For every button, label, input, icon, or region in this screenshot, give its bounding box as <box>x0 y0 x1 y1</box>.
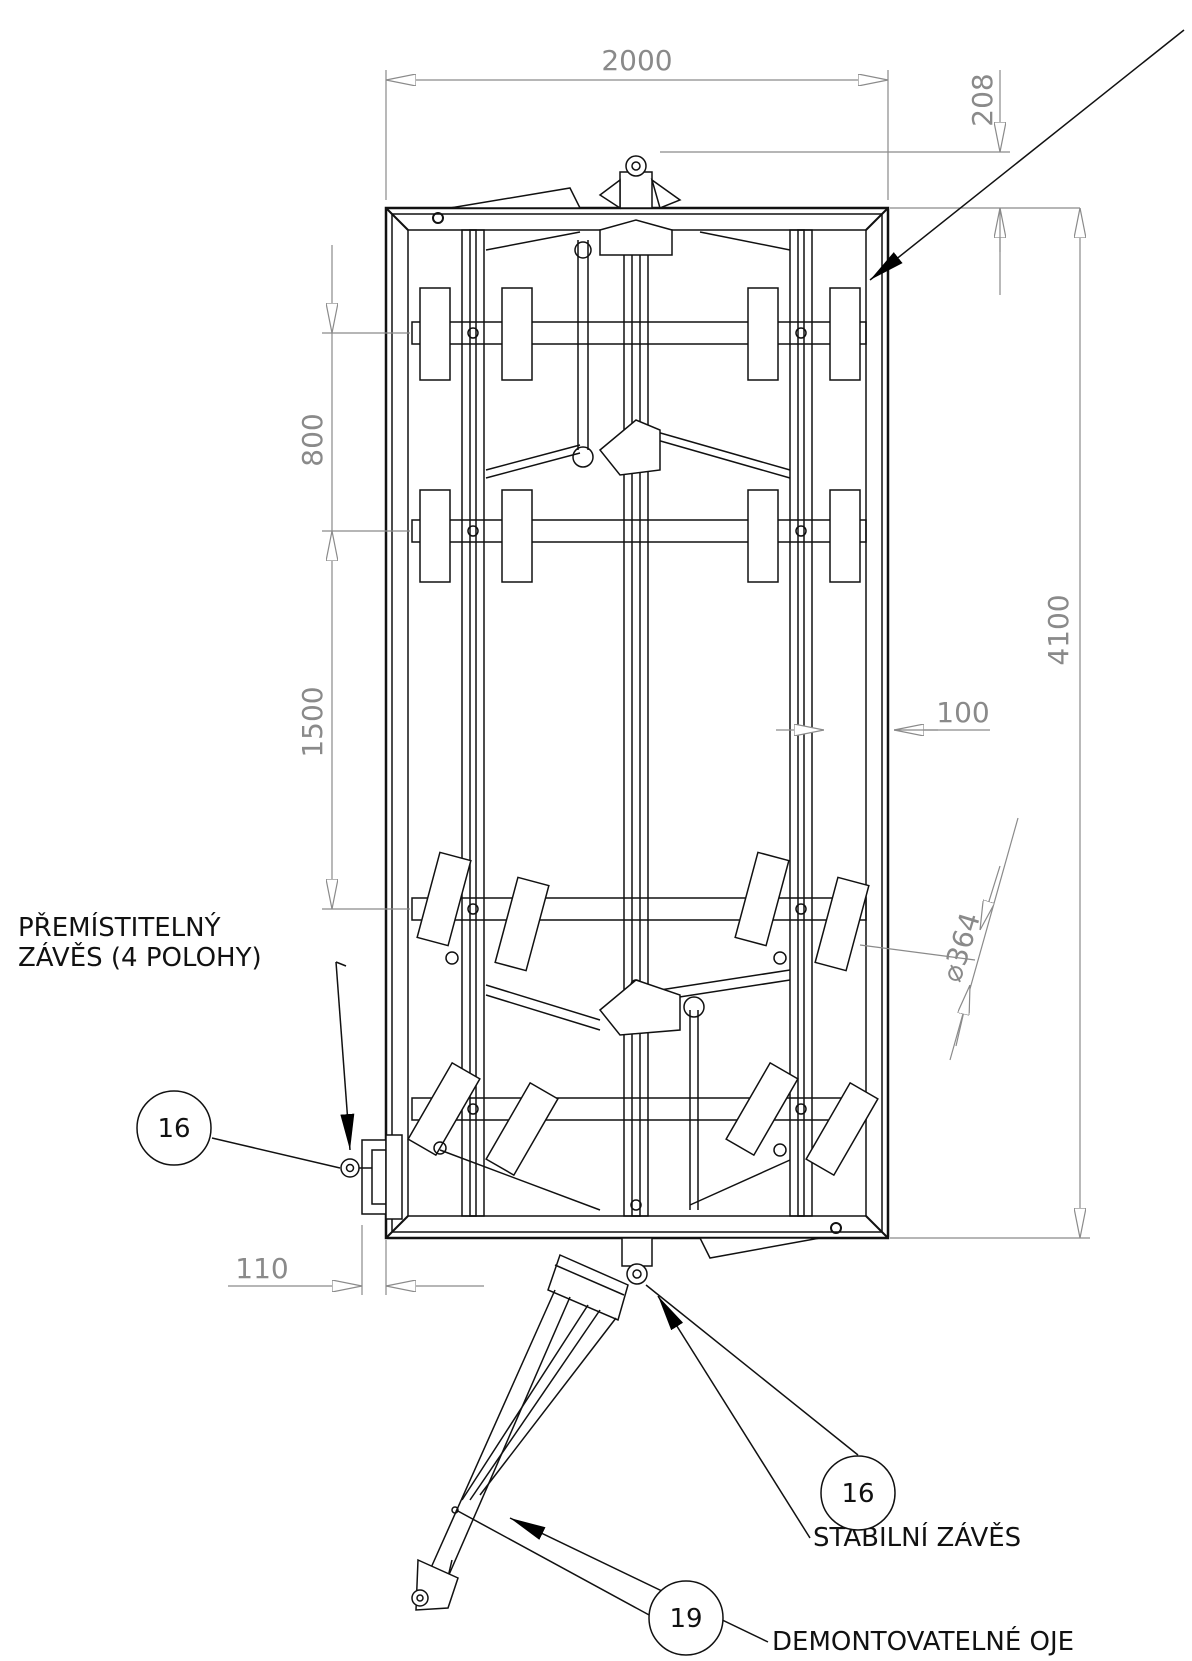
balloon-16-rear: 16 <box>820 1455 896 1531</box>
dimension-lines <box>228 70 1090 1295</box>
dim-2000: 2000 <box>601 44 672 77</box>
dim-1500: 1500 <box>296 686 329 757</box>
dim-208: 208 <box>966 73 999 126</box>
front-hitch <box>449 155 682 210</box>
dim-800: 800 <box>296 413 329 466</box>
tine-blocks <box>407 287 879 1177</box>
balloon-16-left-text: 16 <box>157 1114 190 1144</box>
balloon-19-text: 19 <box>669 1604 702 1634</box>
removable-drawbar <box>411 1253 629 1611</box>
movable-side-hitch <box>340 1134 403 1220</box>
dim-110: 110 <box>235 1252 288 1285</box>
balloon-16-left: 16 <box>136 1090 212 1166</box>
leader-lines <box>211 29 1185 1643</box>
rear-stable-hitch <box>621 1237 821 1285</box>
dim-364-diameter: ⌀364 <box>935 909 987 986</box>
removable-drawbar-label: DEMONTOVATELNÉ OJE <box>772 1625 1074 1657</box>
balloon-16-rear-text: 16 <box>841 1479 874 1509</box>
dim-4100: 4100 <box>1042 594 1075 665</box>
movable-hitch-label-line1: PŘEMÍSTITELNÝ <box>18 911 221 943</box>
linkage-rods <box>433 231 791 1211</box>
dim-100: 100 <box>936 696 989 729</box>
balloon-19: 19 <box>648 1580 724 1656</box>
brackets <box>598 219 681 1036</box>
longitudinal-beams <box>461 229 813 1217</box>
movable-hitch-label-line2: ZÁVĚS (4 POLOHY) <box>18 941 262 973</box>
